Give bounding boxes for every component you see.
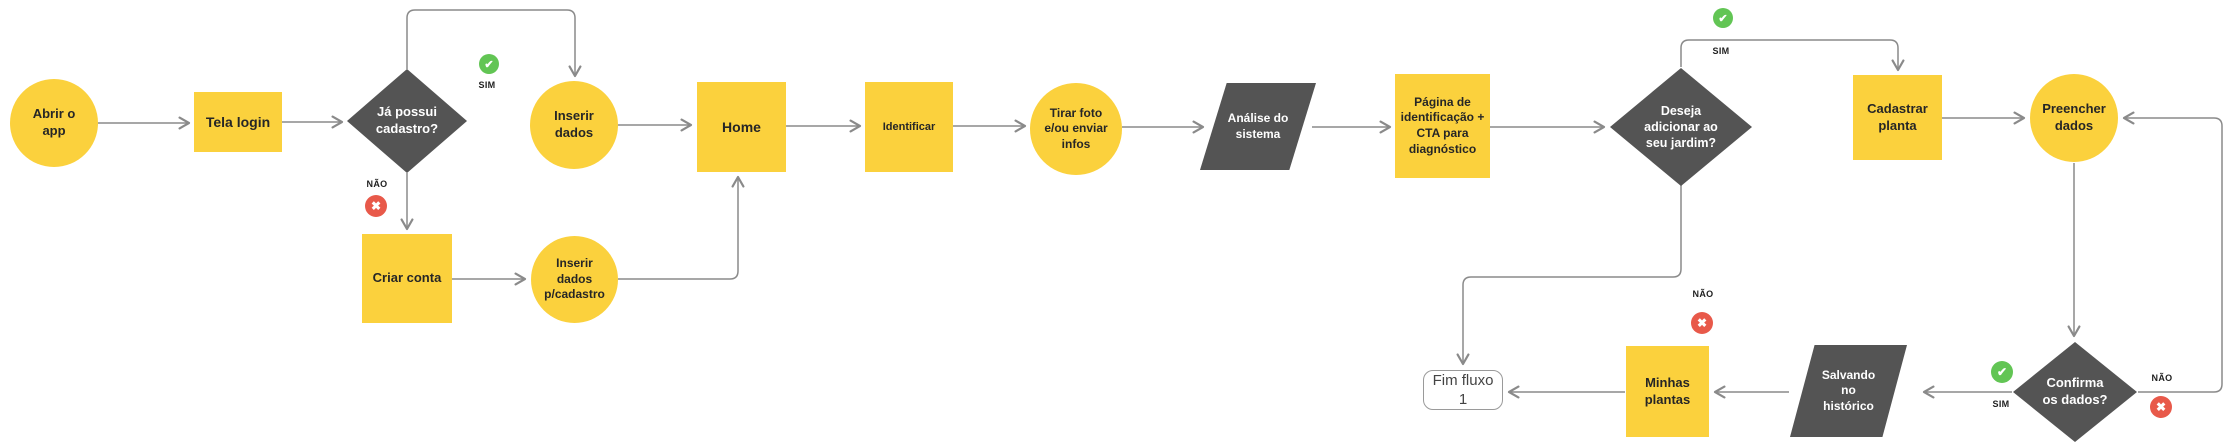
x-icon: ✖	[365, 195, 387, 217]
node-label: Cadastrar planta	[1867, 100, 1928, 133]
connector-inserircadastro-home[interactable]	[618, 175, 745, 280]
node-label: Inserir dados	[554, 108, 594, 140]
node-label: Salvando no histórico	[1821, 367, 1876, 413]
node-preencher-dados[interactable]: Preencher dados	[2030, 74, 2118, 162]
node-label: Página de identificação + CTA para diagn…	[1400, 94, 1485, 156]
node-label: Abrir o app	[32, 106, 76, 138]
node-label: Identificar	[882, 120, 936, 133]
x-icon: ✖	[1691, 312, 1713, 334]
node-home[interactable]: Home	[697, 82, 786, 172]
node-label: Tela login	[205, 113, 271, 130]
branch-label-sim: SIM	[1992, 399, 2010, 409]
connector-confirma-nao-preencher[interactable]	[2122, 111, 2223, 393]
node-label: Já possui cadastro?	[375, 104, 439, 136]
branch-label-sim: SIM	[478, 80, 496, 90]
node-identificar[interactable]: Identificar	[865, 82, 953, 172]
branch-label-nao: NÃO	[1692, 289, 1714, 299]
node-label: Criar conta	[372, 270, 442, 286]
check-icon: ✔	[1713, 8, 1733, 28]
node-label: Deseja adicionar ao seu jardim?	[1644, 103, 1718, 151]
node-abrir-app[interactable]: Abrir o app	[10, 79, 98, 167]
connector-deseja-nao-fim[interactable]	[1456, 185, 1682, 366]
branch-label-nao: NÃO	[2151, 373, 2173, 383]
x-icon: ✖	[2150, 396, 2172, 418]
branch-label-nao: NÃO	[366, 179, 388, 189]
node-label: Inserir dados p/cadastro	[544, 256, 605, 302]
node-label: Minhas plantas	[1644, 374, 1691, 407]
branch-label-sim: SIM	[1712, 46, 1730, 56]
node-label: Fim fluxo 1	[1432, 371, 1494, 409]
node-cadastrar-planta[interactable]: Cadastrar planta	[1853, 75, 1942, 160]
connector-deseja-sim-cadastrar[interactable]	[1680, 39, 1905, 72]
node-inserir-dados[interactable]: Inserir dados	[530, 81, 618, 169]
check-icon: ✔	[1991, 361, 2013, 383]
node-tela-login[interactable]: Tela login	[194, 92, 282, 152]
node-pagina-identificacao[interactable]: Página de identificação + CTA para diagn…	[1395, 74, 1490, 178]
node-tirar-foto[interactable]: Tirar foto e/ou enviar infos	[1030, 83, 1122, 175]
node-label: Preencher dados	[2042, 101, 2106, 133]
node-label: Análise do sistema	[1227, 110, 1289, 141]
node-fim-fluxo-1[interactable]: Fim fluxo 1	[1423, 370, 1503, 410]
check-icon: ✔	[479, 54, 499, 74]
node-inserir-dados-cadastro[interactable]: Inserir dados p/cadastro	[531, 236, 618, 323]
node-label: Tirar foto e/ou enviar infos	[1044, 105, 1108, 151]
node-criar-conta[interactable]: Criar conta	[362, 234, 452, 323]
node-label: Home	[722, 118, 761, 135]
node-minhas-plantas[interactable]: Minhas plantas	[1626, 346, 1709, 437]
node-label: Confirma os dados?	[2042, 375, 2108, 407]
connector-japossui-sim-inserir[interactable]	[406, 9, 582, 78]
